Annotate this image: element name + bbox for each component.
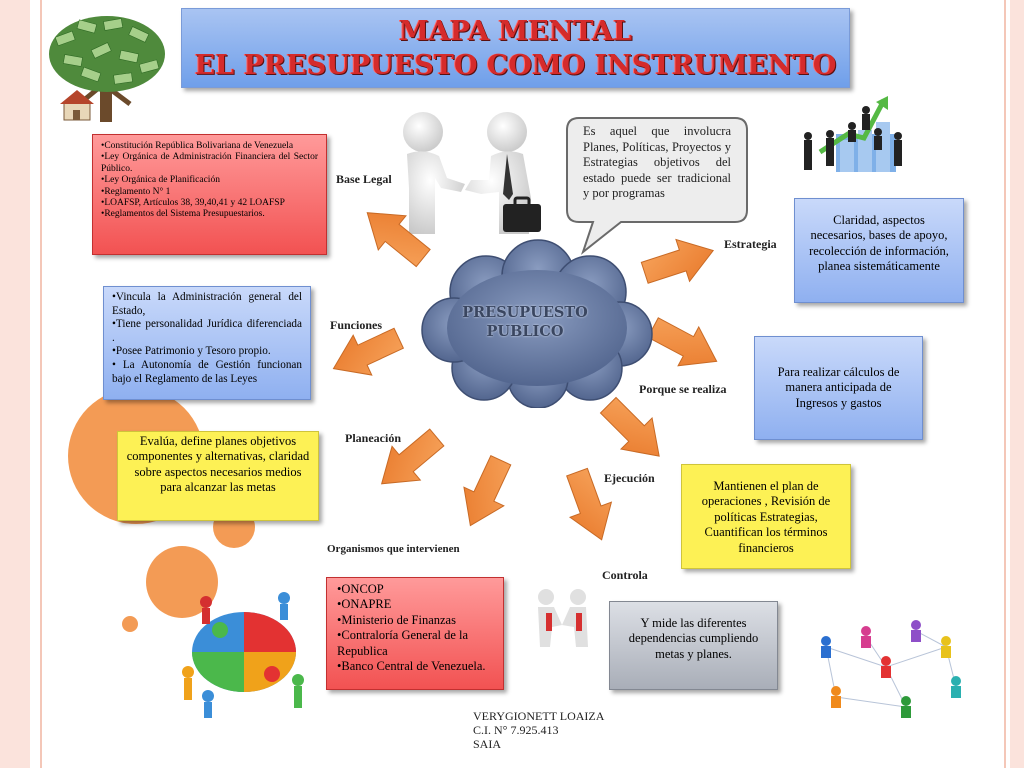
list-item: Posee Patrimonio y Tesoro propio. [112,345,302,359]
arrow-base-legal [366,212,431,268]
list-item: Banco Central de Venezuela. [337,659,493,674]
list-item: Contraloría General de la Republica [337,628,493,659]
list-item: LOAFSP, Artículos 38, 39,40,41 y 42 LOAF… [101,198,318,209]
small-handshake-icon [538,589,588,647]
speech-bubble-shape [566,117,748,255]
right-border-stripe [1010,0,1024,768]
author-credit: VERYGIONETT LOAIZA C.I. N° 7.925.413 SAI… [473,709,604,751]
label-organismos: Organismos que intervienen [327,543,460,555]
label-planeacion: Planeación [345,431,401,445]
title-banner: MAPA MENTAL EL PRESUPUESTO COMO INSTRUME… [181,8,850,88]
controla-box: Y mide las diferentes dependencias cumpl… [609,601,778,690]
title-line-1: MAPA MENTAL [398,16,633,47]
list-item: Ley Orgánica de Planificación [101,175,318,186]
label-estrategia: Estrategia [724,237,777,251]
label-base-legal: Base Legal [336,172,392,186]
funciones-box: Vincula la Administración general del Es… [103,286,311,400]
label-ejecucion: Ejecución [604,471,655,485]
network-people-icon [821,620,961,718]
label-controla: Controla [602,568,648,582]
base-legal-box: Constitución República Bolivariana de Ve… [92,134,327,255]
list-item: ONCOP [337,582,493,597]
author-name: VERYGIONETT LOAIZA [473,709,605,723]
list-item: Vincula la Administración general del Es… [112,291,302,318]
author-org: SAIA [473,737,502,751]
right-border-line [1004,0,1006,768]
money-tree-icon [44,12,170,130]
left-border-stripe [0,0,30,768]
ejecucion-box: Mantienen el plan de operaciones , Revis… [681,464,851,569]
list-item: ONAPRE [337,597,493,612]
definition-text: Es aquel que involucra Planes, Políticas… [583,124,731,200]
list-item: Constitución República Bolivariana de Ve… [101,141,318,152]
organismos-box: ONCOP ONAPRE Ministerio de Finanzas Cont… [326,577,504,690]
title-line-2: EL PRESUPUESTO COMO INSTRUMENTO [194,50,837,81]
team-growth-icon [804,96,902,172]
arrow-ejecucion [599,396,660,457]
arrow-porque [647,317,718,367]
arrow-organismos [463,454,512,527]
arrow-controla [566,467,613,541]
center-title: PRESUPUESTO PUBLICO [440,303,610,341]
arrow-estrategia [640,238,715,284]
porque-box: Para realizar cálculos de manera anticip… [754,336,923,440]
handshake-icon [403,112,541,234]
arrow-planeacion [380,428,445,485]
list-item: Reglamentos del Sistema Presupuestarios. [101,209,318,220]
estrategia-box: Claridad, aspectos necesarios, bases de … [794,198,964,303]
planeacion-box: Evalúa, define planes objetivos componen… [117,431,319,521]
author-id: C.I. N° 7.925.413 [473,723,559,737]
base-legal-list: Constitución República Bolivariana de Ve… [101,141,318,221]
center-cloud [421,239,653,408]
center-title-line-1: PRESUPUESTO [462,304,588,321]
list-item: Ministerio de Finanzas [337,613,493,628]
organismos-list: ONCOP ONAPRE Ministerio de Finanzas Cont… [337,582,493,674]
arrow-funciones [332,327,405,376]
list-item: La Autonomía de Gestión funcionan bajo e… [112,359,302,386]
list-item: Reglamento N° 1 [101,187,318,198]
decor-circle-tiny [122,616,138,632]
list-item: Ley Orgánica de Administración Financier… [101,152,318,175]
label-funciones: Funciones [330,318,383,332]
center-title-line-2: PUBLICO [486,323,564,340]
label-porque: Porque se realiza [639,382,727,396]
puzzle-people-icon [182,592,304,718]
left-border-line [40,0,42,768]
funciones-list: Vincula la Administración general del Es… [112,291,302,386]
list-item: Tiene personalidad Jurídica diferenciada… [112,318,302,345]
